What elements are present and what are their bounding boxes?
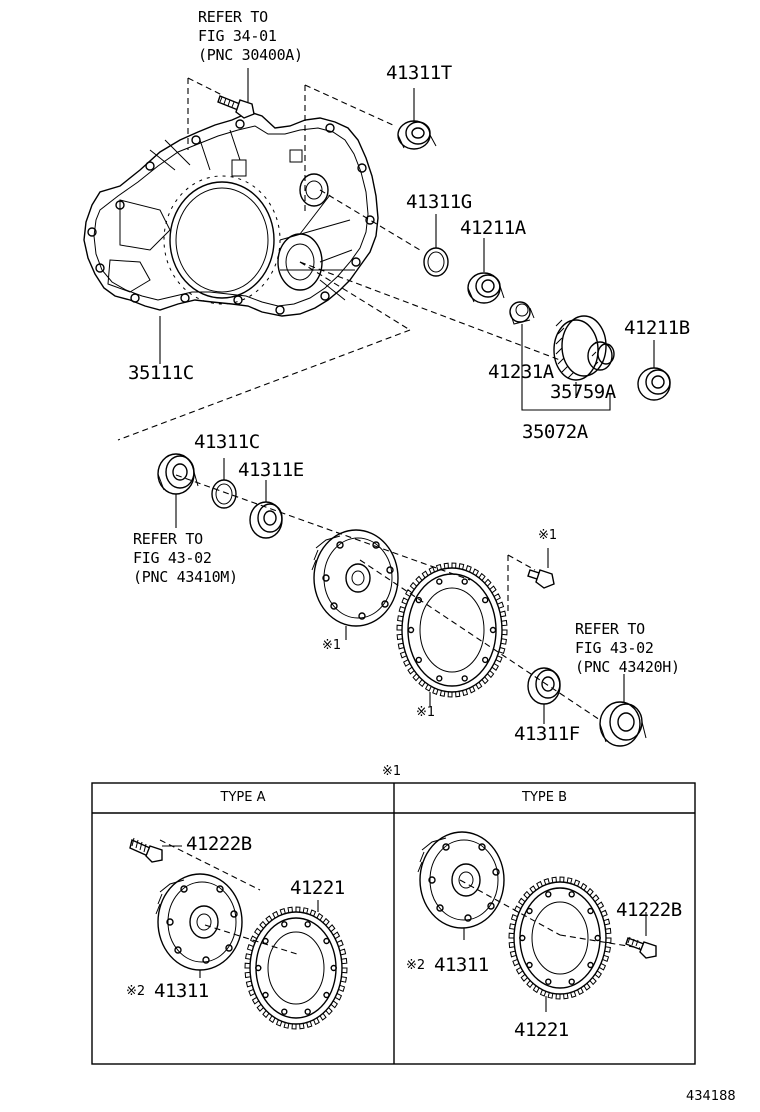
part-41311G: 41311G — [406, 191, 472, 213]
gear-bolt-hole — [587, 907, 594, 915]
gear-bolt-hole — [436, 578, 443, 585]
type-a-ring-gear — [244, 900, 348, 1030]
type-a-header: TYPE A — [220, 790, 266, 805]
gear-bolt-hole — [545, 891, 552, 898]
part-41311F: 41311F — [514, 723, 580, 745]
gear-bolt-hole — [330, 964, 337, 972]
part-41311C: 41311C — [194, 431, 260, 453]
bearing-41231A — [509, 301, 535, 325]
part-41311T: 41311T — [386, 62, 452, 84]
ring-gear — [396, 562, 508, 698]
part-35759A: 35759A — [550, 381, 616, 403]
gear-bolt-hole — [415, 596, 422, 604]
bearing-41311F — [527, 667, 561, 705]
seal-41311G — [423, 247, 449, 277]
gear-teeth — [396, 562, 508, 698]
type-b-mark2: ※2 — [406, 958, 426, 973]
gear-teeth — [508, 876, 612, 1000]
bearing-41311T — [397, 120, 437, 150]
ref-fig34-line2: FIG 34-01 — [198, 27, 277, 45]
type-b-ring-gear — [508, 876, 612, 1012]
gear-bolt-hole — [461, 578, 468, 585]
table-note-mark1: ※1 — [382, 764, 402, 779]
bearing-right-ref — [599, 701, 647, 747]
type-a-part-41221: 41221 — [290, 877, 345, 899]
dashed-guides — [117, 77, 641, 956]
gear-bolt-hole — [281, 921, 288, 928]
gear-35759A — [553, 315, 615, 381]
gear-bolt-hole — [415, 656, 422, 664]
note-mark1-gear: ※1 — [416, 705, 436, 720]
gear-bolt-hole — [587, 961, 594, 969]
type-b-case — [417, 831, 505, 940]
gear-bolt-hole — [323, 937, 330, 945]
gear-bolt-hole — [482, 656, 489, 664]
gear-bolt-hole — [304, 1008, 311, 1015]
type-table — [91, 782, 696, 1065]
gear-bolt-hole — [262, 991, 269, 999]
note-mark1-bolt: ※1 — [538, 528, 558, 543]
type-a-bolt — [129, 837, 182, 863]
part-41231A: 41231A — [488, 361, 554, 383]
gear-bolt-hole — [594, 934, 601, 942]
gear-bolt-hole — [323, 991, 330, 999]
gear-teeth — [244, 906, 348, 1030]
gear-bolt-hole — [568, 978, 575, 985]
type-a-part-41222B: 41222B — [186, 833, 252, 855]
gear-bolt-hole — [304, 921, 311, 928]
ref-fig34-line1: REFER TO — [198, 8, 268, 26]
part-35111C: 35111C — [128, 362, 194, 384]
type-a-part-41311: 41311 — [154, 980, 209, 1002]
bearing-41211B — [637, 367, 671, 401]
gear-bolt-hole — [461, 675, 468, 682]
gear-bolt-hole — [519, 934, 526, 942]
part-35072A: 35072A — [522, 421, 588, 443]
bearing-left-ref — [157, 453, 199, 495]
transaxle-housing — [83, 111, 379, 317]
housing-bolt — [217, 95, 255, 119]
gear-bolt-hole — [407, 626, 415, 634]
type-b-part-41311: 41311 — [434, 954, 489, 976]
part-41311E: 41311E — [238, 459, 304, 481]
gear-bolt-hole — [526, 907, 533, 915]
note-mark1-case: ※1 — [322, 638, 342, 653]
type-b-header: TYPE B — [522, 790, 567, 805]
ref-fig43b-line3: (PNC 43420H) — [575, 658, 680, 676]
type-b-bolt — [625, 912, 657, 959]
leader-lines — [159, 68, 655, 724]
ref-fig43b-line1: REFER TO — [575, 620, 645, 638]
gear-bolt-hole — [482, 596, 489, 604]
type-a-mark2: ※2 — [126, 984, 146, 999]
bearing-41211A — [467, 272, 505, 304]
gear-bolt-hole — [255, 964, 262, 972]
gear-bolt-hole — [281, 1008, 288, 1015]
gear-bolt-hole — [526, 961, 533, 969]
type-b-part-41222B: 41222B — [616, 899, 682, 921]
part-41211B: 41211B — [624, 317, 690, 339]
type-b-part-41221: 41221 — [514, 1019, 569, 1041]
diagram-id: 434188 — [686, 1089, 736, 1104]
differential-case — [311, 529, 399, 627]
ref-fig43a-line2: FIG 43-02 — [133, 549, 212, 567]
gear-bolt-hole — [436, 675, 443, 682]
ref-fig43a-line1: REFER TO — [133, 530, 203, 548]
differential-bolt — [527, 569, 555, 589]
gear-bolt-hole — [262, 937, 269, 945]
gear-bolt-hole — [489, 626, 497, 634]
ref-fig43b-line2: FIG 43-02 — [575, 639, 654, 657]
ref-fig43a-line3: (PNC 43410M) — [133, 568, 238, 586]
gear-bolt-hole — [568, 891, 575, 898]
ref-fig34-line3: (PNC 30400A) — [198, 46, 303, 64]
seal-41311C — [211, 479, 237, 509]
gear-bolt-hole — [545, 978, 552, 985]
type-a-case — [155, 873, 243, 978]
part-41211A: 41211A — [460, 217, 526, 239]
